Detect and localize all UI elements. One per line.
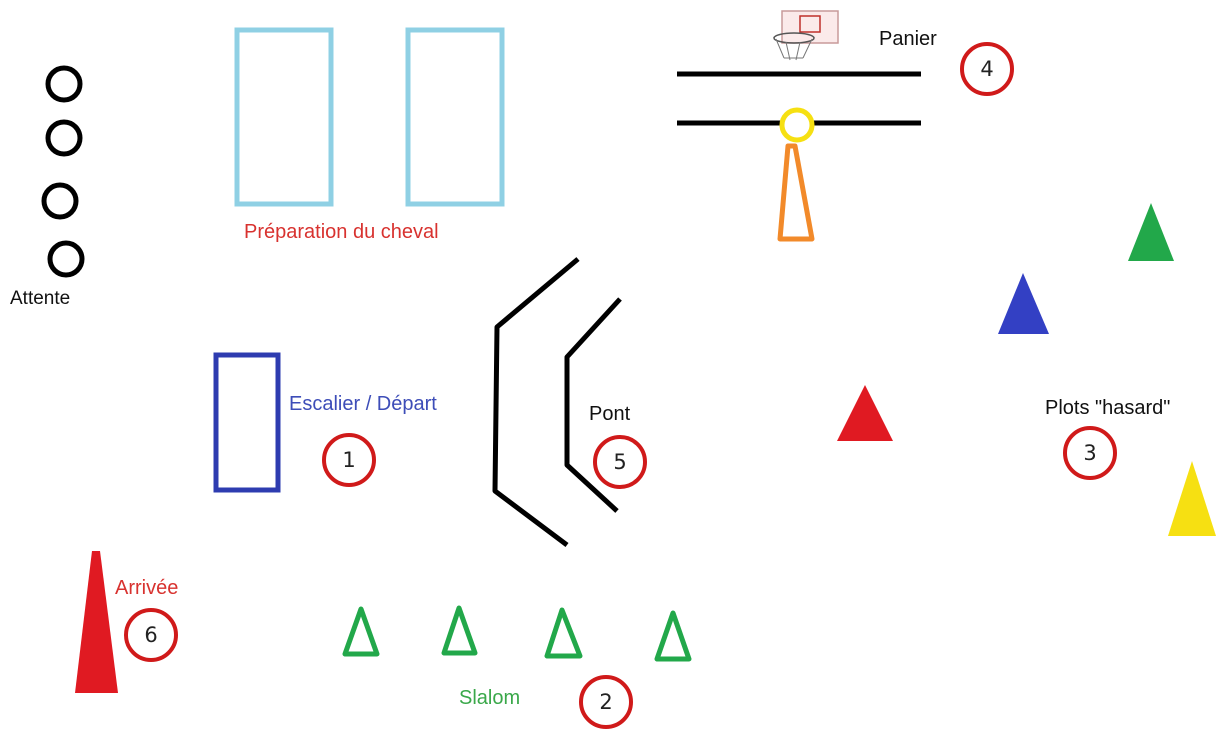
label-plots: Plots "hasard" — [1045, 397, 1171, 419]
slalom-cone — [544, 607, 583, 659]
arrivee-cone — [75, 551, 118, 693]
waiting-circle — [45, 119, 83, 157]
station-marker-6: 6 — [124, 608, 178, 662]
pont-left-rail — [492, 257, 580, 547]
slalom-cone — [441, 605, 478, 656]
label-arrivee: Arrivée — [115, 577, 179, 599]
label-preparation: Préparation du cheval — [244, 221, 439, 243]
station-marker-1: 1 — [322, 433, 376, 487]
cone-red — [837, 385, 893, 441]
station-marker-3: 3 — [1063, 426, 1117, 480]
label-pont: Pont — [589, 403, 631, 425]
slalom-cone — [342, 606, 380, 657]
station-marker-2: 2 — [579, 675, 633, 729]
escalier-box — [213, 352, 281, 493]
label-attente: Attente — [10, 288, 71, 309]
waiting-circle — [45, 65, 83, 103]
cone-green — [1128, 203, 1174, 261]
preparation-box-1 — [234, 27, 334, 207]
waiting-circle — [41, 182, 79, 220]
label-slalom: Slalom — [459, 687, 521, 709]
cone-blue — [998, 273, 1049, 334]
waiting-circles — [41, 65, 85, 278]
panier-ring — [779, 107, 815, 143]
cone-yellow — [1168, 461, 1216, 536]
slalom-cones — [342, 605, 692, 662]
station-marker-5: 5 — [593, 435, 647, 489]
basketball-hoop-icon — [773, 10, 839, 61]
label-escalier: Escalier / Départ — [289, 393, 437, 415]
waiting-circle — [47, 240, 85, 278]
label-panier: Panier — [879, 28, 937, 50]
pont-right-rail — [564, 297, 622, 513]
preparation-box-2 — [405, 27, 505, 207]
slalom-cone — [654, 610, 692, 662]
panier-stand — [777, 143, 815, 242]
station-marker-4: 4 — [960, 42, 1014, 96]
